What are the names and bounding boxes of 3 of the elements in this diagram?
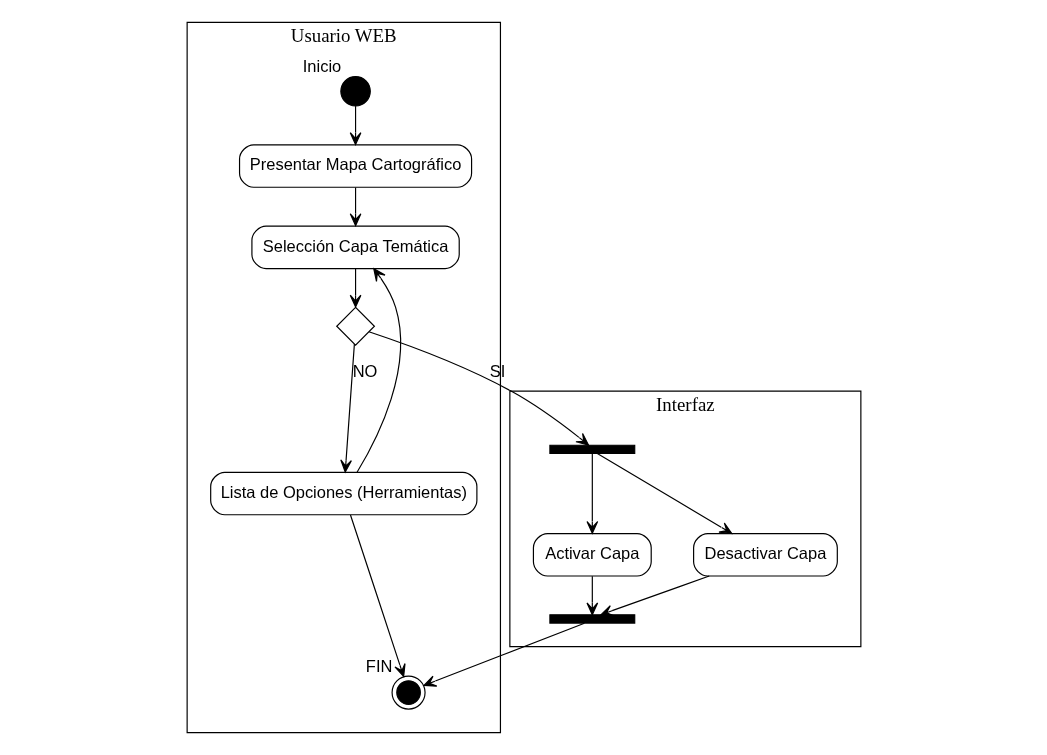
node-label: Inicio: [302, 57, 341, 76]
node-label: FIN: [365, 656, 392, 675]
edge-label: NO: [352, 362, 377, 381]
